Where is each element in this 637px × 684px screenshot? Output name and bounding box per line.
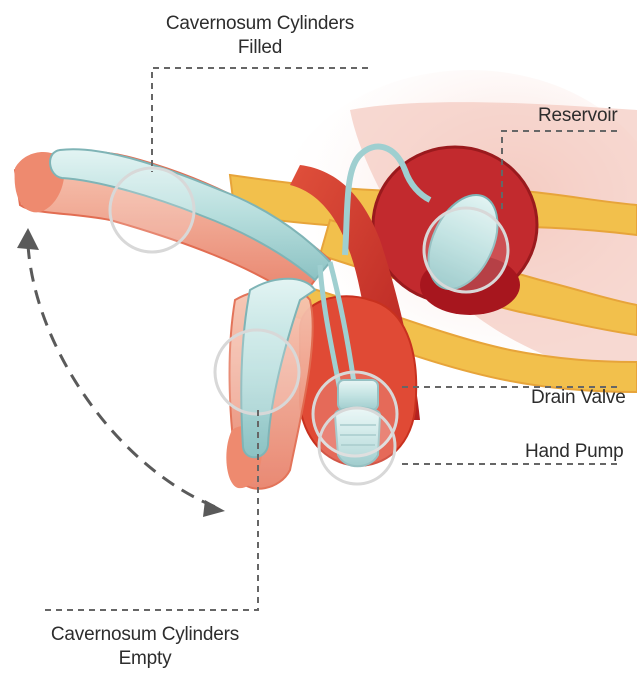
label-drain-valve: Drain Valve	[531, 386, 626, 410]
hand-pump-marker	[319, 408, 395, 484]
leader-cylinders-empty	[45, 410, 258, 610]
label-reservoir: Reservoir	[538, 104, 618, 128]
label-cylinders-filled-line2: Filled	[150, 36, 370, 60]
label-cylinders-empty-line1: Cavernosum Cylinders	[30, 623, 260, 647]
reservoir-marker	[424, 208, 508, 292]
label-cylinders-filled-line1: Cavernosum Cylinders	[150, 12, 370, 36]
label-cylinders-empty: Cavernosum Cylinders Empty	[30, 623, 260, 671]
arrowhead-top	[17, 228, 39, 250]
label-hand-pump: Hand Pump	[525, 440, 624, 464]
filled-cylinder-marker	[110, 168, 194, 252]
motion-arrow	[28, 245, 218, 508]
empty-cylinder-marker	[215, 330, 299, 414]
label-cylinders-filled: Cavernosum Cylinders Filled	[150, 12, 370, 60]
label-cylinders-empty-line2: Empty	[30, 647, 260, 671]
arrowhead-bottom	[203, 500, 225, 517]
